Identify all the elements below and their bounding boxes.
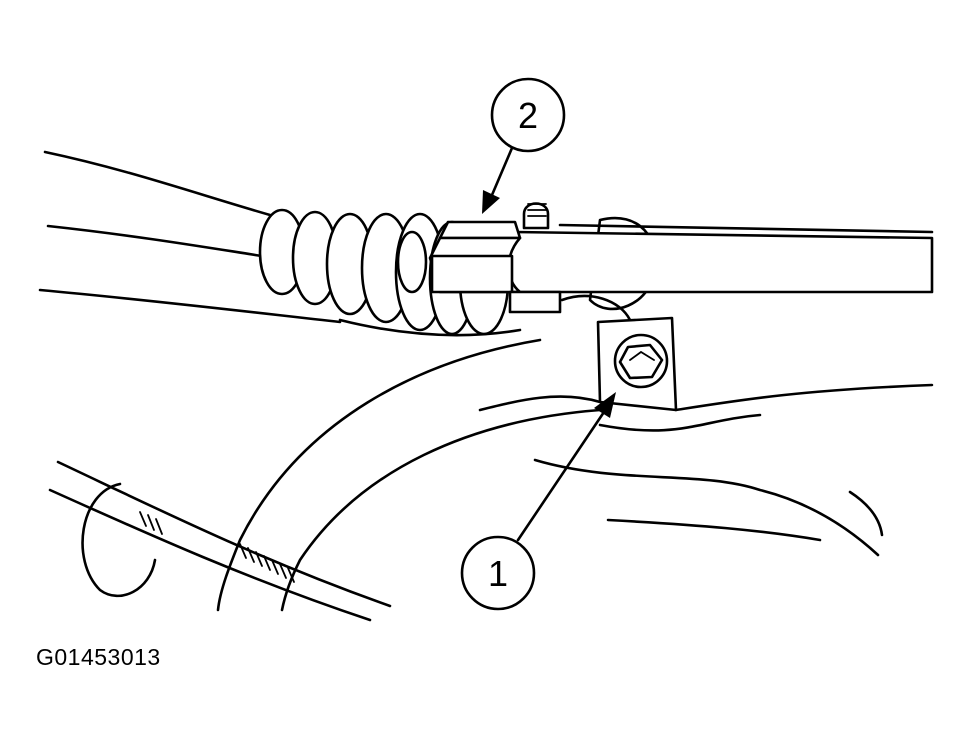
frame-rail: [48, 460, 392, 622]
callout-2: 2: [482, 77, 566, 214]
callout-1-circle: [460, 535, 536, 611]
callout-2-label: 2: [518, 95, 538, 136]
callout-2-circle: [490, 77, 566, 153]
lower-body-panel: [216, 338, 934, 612]
hex-bolt: [613, 333, 669, 389]
hose-clamp: [428, 202, 562, 314]
figure-code: G01453013: [36, 644, 161, 670]
callout-1-label: 1: [488, 553, 508, 594]
body-contour-lines: [38, 150, 342, 324]
callout-2-leader: [490, 146, 514, 197]
callout-1-leader: [516, 410, 606, 542]
callout-2-arrowhead: [482, 190, 500, 214]
callout-1: 1: [460, 392, 616, 611]
metal-tube: [502, 223, 934, 294]
callout-1-arrowhead: [594, 392, 616, 418]
